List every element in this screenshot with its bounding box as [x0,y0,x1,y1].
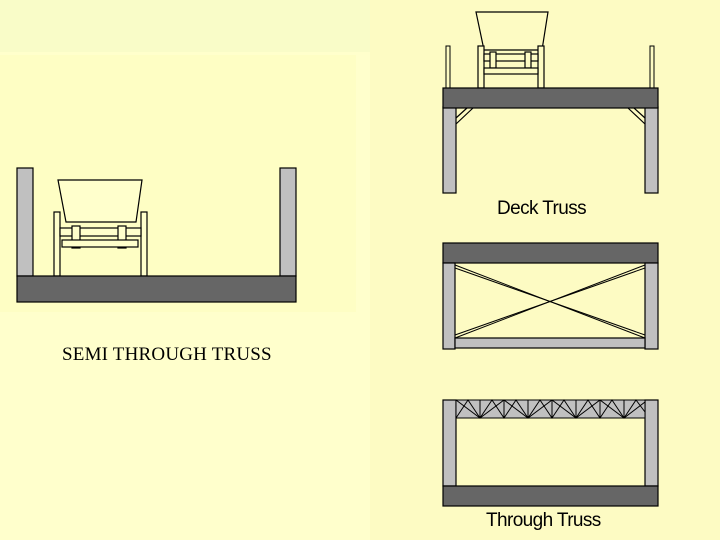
braced-truss-cross-bracing [454,264,646,339]
semi-left-truss-post [16,167,34,277]
cross-braced-truss-diagram [442,242,659,350]
background-panel-top-left [0,0,370,52]
semi-through-truss-diagram [16,167,297,303]
through-truss-left-post [442,399,457,487]
through-truss-caption: Through Truss [486,510,601,531]
braced-truss-top-beam [442,242,659,264]
deck-truss-left-post [442,106,457,194]
braced-truss-right-post [644,262,659,350]
semi-railcar [53,179,148,277]
deck-truss-right-post [644,106,659,194]
through-truss-top-bracing [455,399,646,419]
deck-truss-deck-beam [442,87,659,109]
through-truss-right-post [644,399,659,487]
deck-right-railing [649,45,655,89]
braced-truss-left-post [442,262,456,350]
deck-truss-diagram [442,11,659,194]
through-truss-deck-beam [442,485,659,507]
semi-deck-beam [16,275,297,303]
semi-through-truss-caption: SEMI THROUGH TRUSS [62,344,272,365]
deck-truss-knee-braces [455,107,646,125]
semi-right-truss-post [279,167,297,277]
deck-left-railing [445,45,451,89]
deck-truss-caption: Deck Truss [497,198,587,219]
through-truss-diagram [442,399,659,507]
braced-truss-bottom-chord [454,337,646,349]
deck-railcar [475,11,549,89]
